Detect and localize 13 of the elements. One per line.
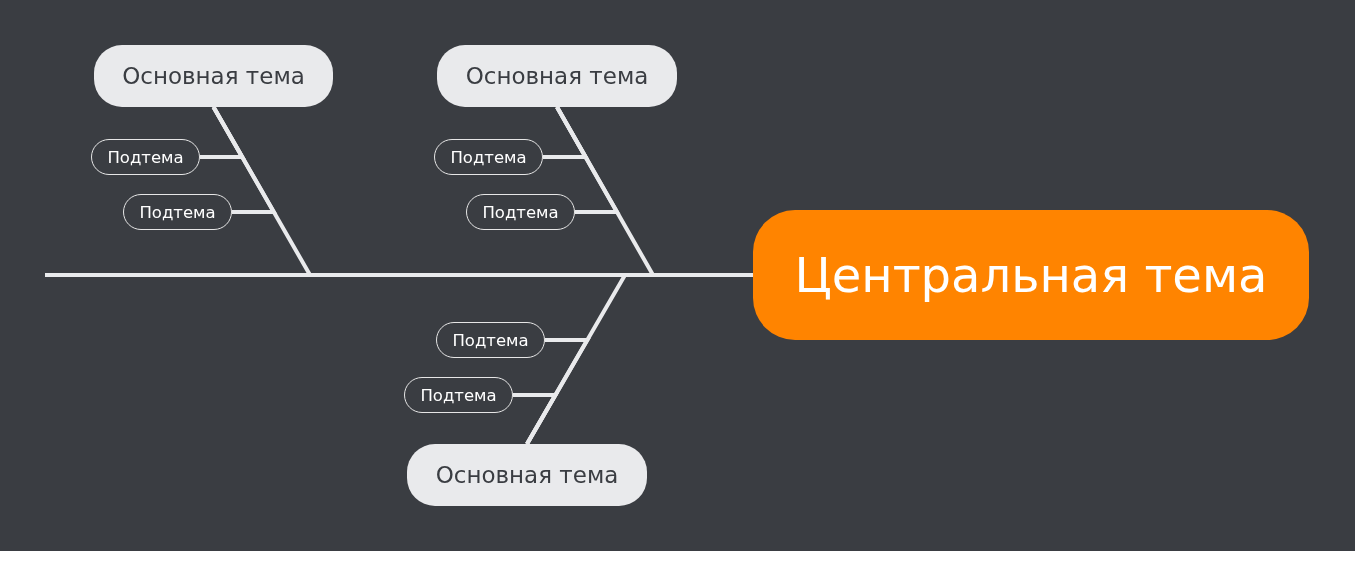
branch-line	[513, 393, 559, 445]
central-topic-box: Центральная тема	[753, 210, 1309, 340]
main-topic-box: Основная тема	[437, 45, 677, 107]
branch-line	[555, 106, 621, 214]
subtopic-box: Подтема	[404, 377, 513, 413]
subtopic-box: Подтема	[434, 139, 543, 175]
subtopic-box: Подтема	[91, 139, 200, 175]
subtopic-box: Подтема	[123, 194, 232, 230]
subtopic-box: Подтема	[466, 194, 575, 230]
subtopic-box: Подтема	[436, 322, 545, 358]
branch-line	[211, 106, 278, 214]
main-topic-box: Основная тема	[407, 444, 647, 506]
main-topic-box: Основная тема	[94, 45, 333, 107]
